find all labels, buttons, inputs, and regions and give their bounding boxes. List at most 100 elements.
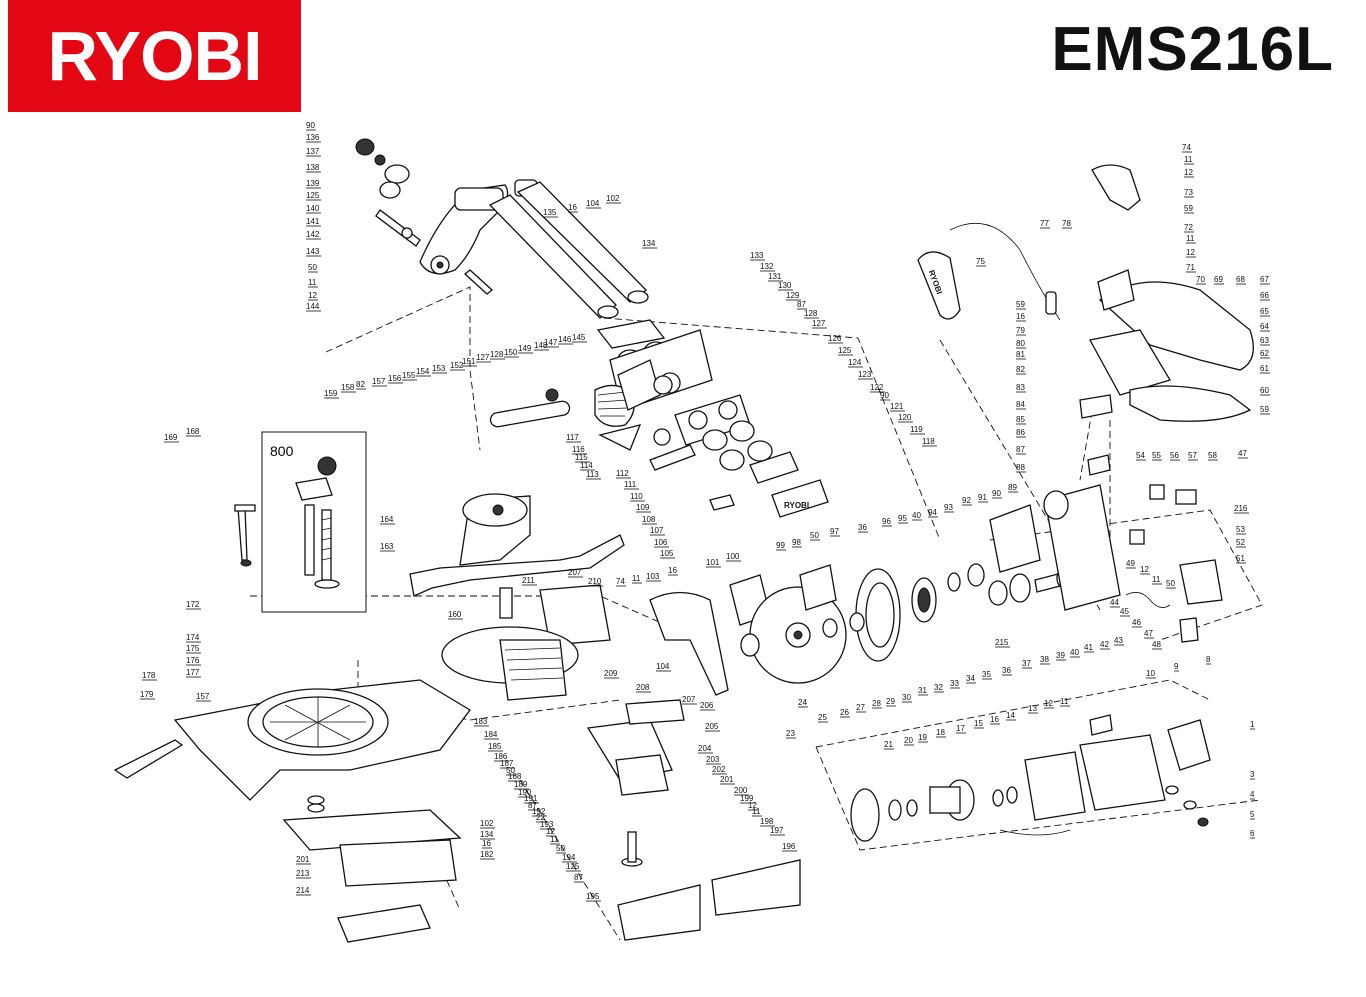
callout-number: 6: [1250, 829, 1255, 838]
callout-number: 128: [804, 309, 818, 318]
callout-number: 205: [705, 722, 719, 731]
callout-number: 149: [518, 344, 532, 353]
callout-number: 204: [698, 744, 712, 753]
callout-number: 34: [966, 674, 975, 683]
callout-number: 74: [616, 577, 625, 586]
callout-number: 90: [306, 121, 315, 130]
callout-number: 78: [1062, 219, 1071, 228]
callout-number: 47: [1144, 629, 1153, 638]
callout-number: 136: [306, 133, 320, 142]
callout-number: 133: [750, 251, 764, 260]
callout-number: 46: [1132, 618, 1141, 627]
callout-number: 40: [912, 511, 921, 520]
callout-number: 68: [1236, 275, 1245, 284]
callout-number: 12: [1184, 168, 1193, 177]
inset-box: 800: [261, 431, 367, 613]
callout-number: 92: [962, 496, 971, 505]
callout-number: 48: [1152, 640, 1161, 649]
callout-number: 32: [934, 683, 943, 692]
callout-number: 53: [1236, 525, 1245, 534]
callout-number: 210: [588, 577, 602, 586]
callout-number: 121: [890, 402, 904, 411]
callout-number: 95: [898, 514, 907, 523]
callout-number: 23: [786, 729, 795, 738]
callout-number: 202: [712, 765, 726, 774]
callout-number: 211: [522, 576, 535, 585]
callout-number: 101: [706, 558, 720, 567]
callout-number: 87: [574, 873, 583, 882]
callout-number: 196: [782, 842, 796, 851]
callout-number: 93: [944, 503, 953, 512]
callout-number: 179: [140, 690, 154, 699]
allen-key: [234, 504, 256, 567]
callout-number: 16: [668, 566, 677, 575]
callout-number: 102: [606, 194, 620, 203]
callout-number: 45: [1120, 607, 1129, 616]
dust-bag-assembly: RYOBI: [917, 223, 1061, 321]
callout-number: 190: [518, 788, 532, 797]
callout-number: 103: [646, 572, 660, 581]
callout-number: 90: [880, 391, 889, 400]
inset-label: 800: [270, 443, 294, 459]
callout-number: 151: [462, 357, 476, 366]
callout-number: 5: [1250, 810, 1255, 819]
callout-number: 59: [1184, 204, 1193, 213]
callout-number: 11: [752, 807, 761, 816]
callout-number: 102: [480, 819, 494, 828]
callout-number: 194: [562, 853, 576, 862]
callout-number: 51: [1236, 554, 1245, 563]
spring-pivot-assembly: [489, 359, 735, 511]
callout-number: 98: [792, 538, 801, 547]
callout-number: 86: [1016, 428, 1025, 437]
callout-number: 189: [514, 780, 528, 789]
callout-number: 87: [528, 801, 537, 810]
callout-number: 60: [1260, 386, 1269, 395]
callout-number: 66: [1260, 291, 1269, 300]
motor-assembly: [850, 714, 1211, 842]
callout-number: 49: [1126, 559, 1135, 568]
callout-number: 163: [380, 542, 394, 551]
callout-number: 11: [1184, 155, 1193, 164]
callout-number: 11: [1186, 234, 1195, 243]
callout-number: 104: [656, 662, 670, 671]
callout-number: 50: [810, 531, 819, 540]
callout-number: 70: [1196, 275, 1205, 284]
callout-number: 96: [882, 517, 891, 526]
callout-number: 188: [508, 772, 522, 781]
callout-number: 214: [296, 886, 310, 895]
callout-number: 193: [540, 820, 554, 829]
callout-number: 184: [484, 730, 498, 739]
callout-number: 12: [1044, 699, 1053, 708]
callout-number: 4: [1250, 790, 1255, 799]
callout-number: 50: [506, 766, 515, 775]
callout-number: 145: [572, 333, 586, 342]
callout-number: 11: [550, 835, 559, 844]
callout-number: 28: [872, 699, 881, 708]
callout-number: 201: [296, 855, 310, 864]
callout-number: 108: [642, 515, 656, 524]
ryobi-logo: RYOBI: [8, 0, 301, 112]
callout-number: 63: [1260, 336, 1269, 345]
callout-number: 77: [1040, 219, 1049, 228]
callout-number: 14: [1006, 711, 1015, 720]
callout-number: 24: [798, 698, 807, 707]
callout-number: 8: [1206, 655, 1211, 664]
bevel-arm: [586, 699, 801, 941]
callout-number: 31: [918, 686, 927, 695]
callout-number: 159: [324, 389, 338, 398]
callout-number: 11: [1060, 697, 1069, 706]
callout-number: 47: [1238, 449, 1247, 458]
handle-assembly: [355, 138, 538, 295]
callout-number: 176: [186, 656, 200, 665]
callout-number: 81: [1016, 350, 1025, 359]
callout-number: 9: [1174, 662, 1179, 671]
callout-number: 168: [186, 427, 200, 436]
callout-number: 87: [1016, 445, 1025, 454]
callout-number: 157: [196, 692, 210, 701]
callout-number: 118: [922, 437, 935, 446]
callout-number: 50: [1166, 579, 1175, 588]
callout-number: 215: [995, 638, 1009, 647]
callout-number: 74: [1182, 143, 1191, 152]
callout-number: 127: [476, 353, 490, 362]
callout-number: 125: [838, 346, 852, 355]
